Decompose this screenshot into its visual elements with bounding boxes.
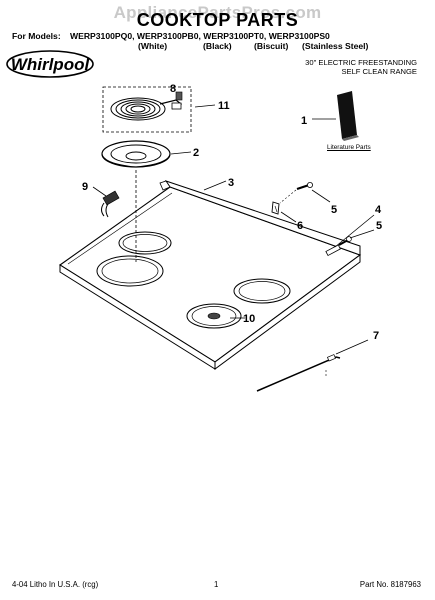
leader-5-lower (349, 229, 375, 239)
cooktop-panel (59, 180, 362, 370)
callout-5-lower: 5 (376, 220, 382, 232)
range-description-line2: SELF CLEAN RANGE (341, 67, 417, 76)
callout-5-upper: 5 (331, 204, 337, 216)
drip-bowl (101, 140, 171, 168)
brand-wordmark: Whirlpool (11, 55, 91, 74)
variant-biscuit: (Biscuit) (254, 41, 289, 51)
callout-10: 10 (243, 313, 255, 325)
variant-stainless: (Stainless Steel) (302, 41, 369, 51)
callout-3: 3 (228, 177, 234, 189)
model-numbers: WERP3100PQ0, WERP3100PB0, WERP3100PT0, W… (70, 31, 330, 41)
burner-openings (96, 231, 291, 329)
support-rod (256, 354, 341, 392)
leader-4 (334, 214, 375, 248)
callout-2: 2 (193, 147, 199, 159)
literature-parts-label: Literature Parts (327, 144, 371, 151)
litho-note: 4-04 Litho In U.S.A. (rcg) (12, 580, 99, 589)
callout-7: 7 (373, 330, 379, 342)
variant-black: (Black) (203, 41, 232, 51)
whirlpool-logo: Whirlpool (6, 50, 94, 78)
watermark-text: AppliancePartsPros.com (113, 3, 322, 22)
leader-3 (203, 180, 227, 191)
surface-element (110, 97, 183, 121)
leader-11 (194, 104, 216, 108)
callout-9: 9 (82, 181, 88, 193)
part-number: Part No. 8187963 (359, 580, 421, 589)
terminal-block (101, 190, 120, 218)
leader-7 (335, 339, 369, 355)
page-title: COOKTOP PARTS (136, 10, 299, 30)
range-description-line1: 30" ELECTRIC FREESTANDING (305, 58, 417, 67)
callout-4: 4 (375, 204, 382, 216)
mounting-clip (271, 201, 280, 215)
element-terminal (171, 91, 183, 110)
models-label: For Models: (12, 31, 61, 41)
leader-2 (170, 151, 192, 155)
leader-9 (92, 186, 107, 197)
callout-8: 8 (170, 83, 176, 95)
leader-5-upper (311, 189, 331, 203)
screw-guide-upper (279, 189, 297, 204)
element-group-box (102, 86, 192, 133)
page-number: 1 (214, 580, 219, 589)
leader-6 (280, 211, 297, 223)
variant-white: (White) (138, 41, 168, 51)
callout-11: 11 (218, 100, 230, 112)
callout-6: 6 (297, 220, 303, 232)
literature-booklet (337, 91, 359, 141)
screw-upper (296, 181, 313, 191)
callout-1: 1 (301, 115, 307, 127)
